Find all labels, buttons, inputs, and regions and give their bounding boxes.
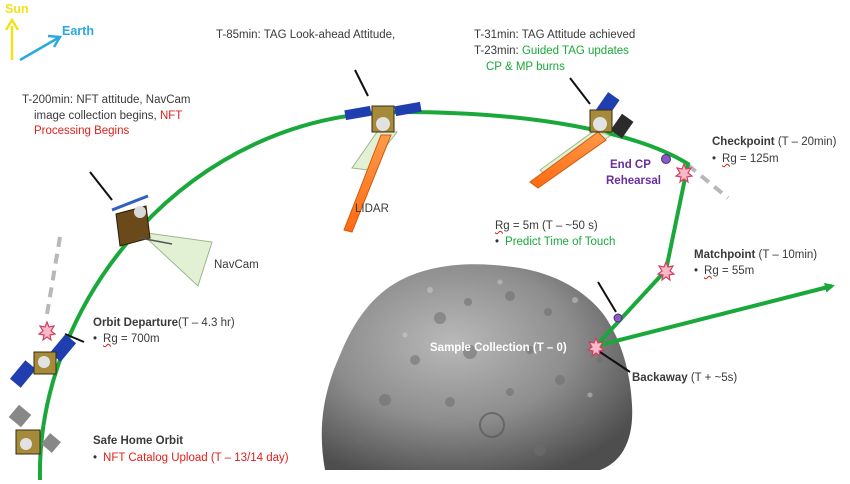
spacecraft-tag-attitude — [589, 92, 634, 139]
t23-label: T-23min: Guided TAG updates — [474, 45, 629, 57]
checkpoint-label: Checkpoint (T – 20min) — [712, 136, 837, 148]
t85-label: T-85min: TAG Look-ahead Attitude, — [216, 29, 396, 41]
nft-catalog-upload-label: NFT Catalog Upload (T – 13/14 day) — [93, 451, 289, 466]
orbit-departure-label: Orbit Departure(T – 4.3 hr) — [93, 317, 235, 329]
orbit-departure-range: Rg = 700m — [93, 332, 160, 347]
pointer-navcam — [89, 171, 113, 201]
touch-range: Rg = 5m (T – ~50 s) — [495, 220, 598, 232]
pointer-tag-attitude — [569, 77, 591, 105]
pointer-backaway — [599, 351, 631, 373]
spacecraft-safe-home — [8, 404, 61, 455]
end-cp-dot — [661, 154, 671, 164]
spacecraft-orbit-departure — [9, 334, 77, 388]
matchpoint-range: Rg = 55m — [694, 264, 754, 279]
pointer-lidar — [354, 69, 369, 97]
orbit-dash-right — [686, 163, 730, 200]
spacecraft-lidar-phase — [344, 101, 422, 133]
t200-label-line-1: T-200min: NFT attitude, NavCam — [22, 94, 191, 106]
burst-orbit-departure — [37, 320, 57, 342]
sun-label: Sun — [5, 2, 29, 16]
burst-checkpoint — [674, 162, 694, 184]
lidar-beam — [343, 134, 392, 233]
t200-red-line-2: Processing Begins — [34, 125, 130, 137]
backaway-label: Backaway (T + ~5s) — [632, 372, 738, 384]
touch-predict-dot — [613, 313, 623, 323]
end-cp-label-1: End CP — [610, 159, 651, 171]
earth-arrow-icon — [19, 36, 59, 62]
matchpoint-label: Matchpoint (T – 10min) — [694, 249, 818, 261]
navcam-fov — [138, 231, 213, 287]
pointer-departure — [64, 333, 85, 343]
sample-collection-label: Sample Collection (T – 0) — [430, 342, 567, 354]
burst-sample-collection — [586, 336, 606, 358]
checkpoint-range: Rg = 125m — [712, 152, 779, 167]
t23-green-line-2: CP & MP burns — [486, 61, 565, 73]
spacecraft-navcam-phase — [111, 194, 173, 247]
predict-touch-label: Predict Time of Touch — [495, 235, 615, 250]
t31-label: T-31min: TAG Attitude achieved — [474, 29, 636, 41]
lidar-label: LIDAR — [355, 203, 389, 215]
backaway-trajectory — [595, 282, 835, 348]
t200-label-line-2: image collection begins, NFT — [34, 110, 183, 122]
asteroid-image — [321, 264, 633, 470]
safe-home-label: Safe Home Orbit — [93, 435, 184, 447]
end-cp-label-2: Rehearsal — [606, 175, 661, 187]
earth-label: Earth — [62, 24, 94, 38]
burst-matchpoint — [656, 260, 676, 282]
pointer-touch — [597, 281, 617, 313]
orbit-dash-left — [44, 236, 62, 321]
lidar-beam-2 — [529, 131, 607, 189]
navcam-label: NavCam — [214, 259, 259, 271]
